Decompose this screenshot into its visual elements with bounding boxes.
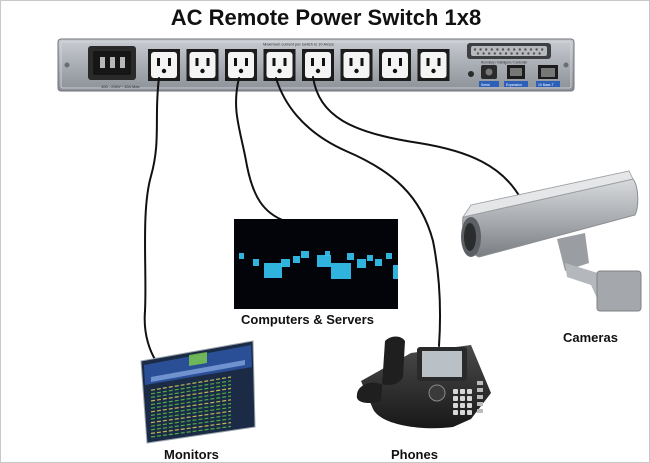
outlet-8	[417, 49, 450, 81]
camera-image	[461, 170, 642, 312]
max-current-text: Maximum current per switch is 10 Amps	[263, 42, 334, 47]
diagram-title: AC Remote Power Switch 1x8	[170, 5, 482, 30]
cable-monitors	[143, 77, 160, 362]
power-inlet	[88, 46, 136, 80]
outlet-3	[225, 49, 257, 81]
outlet-5	[302, 49, 334, 81]
cable-phones	[275, 77, 442, 347]
control-ports: Serial Expansion 10 Base-T Remotely / In…	[467, 43, 560, 87]
reset-button	[468, 71, 474, 77]
outlet-7	[379, 49, 411, 81]
phone-image	[356, 336, 491, 429]
power-switch-unit: 100 - 240V~ 10A Max Maximum current per …	[57, 38, 575, 92]
computers-servers-image	[234, 219, 398, 309]
cable-computers	[235, 77, 286, 222]
label-computers-servers: Computers & Servers	[241, 312, 374, 327]
serial-port-label: Serial	[481, 83, 490, 87]
outlet-4	[263, 49, 296, 81]
expansion-label-plate	[504, 81, 528, 87]
label-cameras: Cameras	[563, 330, 618, 345]
controller-ports-label: Remotely / Intelligent / Controller	[481, 61, 528, 65]
ethernet-label-plate	[536, 81, 560, 87]
outlet-row	[148, 49, 450, 81]
cable-cameras	[312, 76, 522, 200]
ethernet-port-label: 10 Base-T	[538, 83, 554, 87]
expansion-port-label: Expansion	[506, 83, 522, 87]
outlet-2	[186, 49, 219, 81]
serial-label-plate	[479, 81, 499, 87]
label-phones: Phones	[391, 447, 438, 462]
label-monitors: Monitors	[164, 447, 219, 462]
cables	[143, 76, 522, 362]
monitors-image	[140, 340, 256, 444]
mounting-screw-left	[64, 62, 70, 68]
outlet-6	[340, 49, 373, 81]
outlet-1	[148, 49, 180, 81]
voltage-rating-text: 100 - 240V~ 10A Max	[101, 84, 140, 89]
mounting-screw-right	[563, 62, 569, 68]
